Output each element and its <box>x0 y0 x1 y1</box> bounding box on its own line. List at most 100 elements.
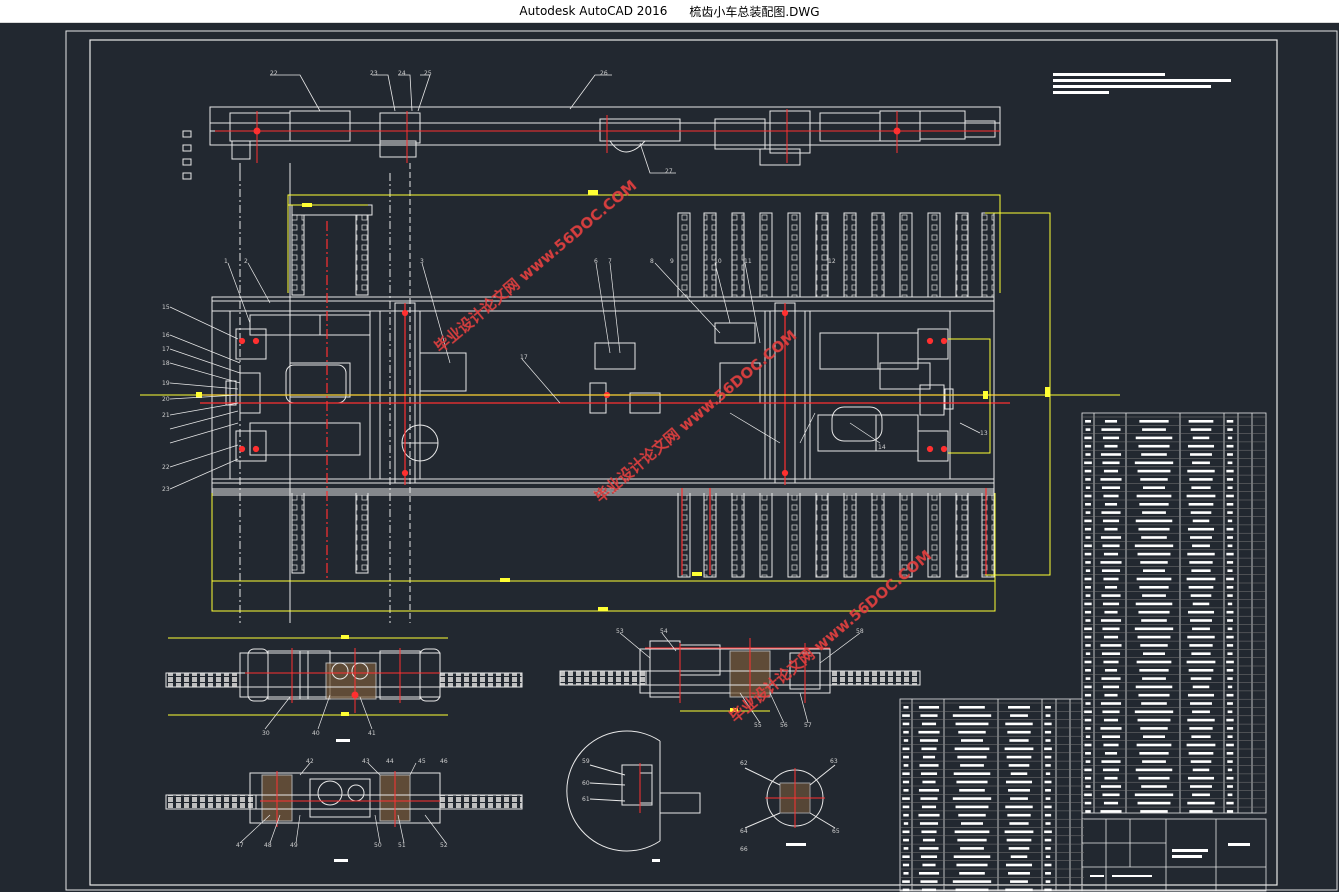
table-cell-glyph <box>1139 586 1169 589</box>
table-cell-glyph <box>1227 486 1233 489</box>
cad-drawing[interactable]: 22 23 24 25 26 27 <box>0 23 1339 892</box>
table-cell-glyph <box>902 780 910 784</box>
table-cell-glyph <box>1085 503 1091 506</box>
table-cell-glyph <box>921 722 937 726</box>
table-cell-glyph <box>1227 569 1233 572</box>
table-cell-glyph <box>1102 461 1120 465</box>
table-cell-glyph <box>1138 776 1170 780</box>
svg-text:55: 55 <box>754 722 762 729</box>
table-cell-glyph <box>1186 577 1216 581</box>
table-cell-glyph <box>922 863 936 867</box>
inner-frame <box>89 39 1278 886</box>
table-cell-glyph <box>1190 677 1212 680</box>
table-cell-glyph <box>1100 810 1122 813</box>
table-cell-glyph <box>1045 772 1051 775</box>
table-cell-glyph <box>960 764 984 767</box>
table-cell-glyph <box>1101 652 1121 655</box>
watermark-1: 毕业设计论文网 www.56DOC.COM <box>431 176 640 356</box>
table-cell-glyph <box>1226 810 1234 813</box>
table-cell-glyph <box>1139 752 1169 755</box>
table-cell-glyph <box>1134 627 1174 631</box>
svg-text:65: 65 <box>832 828 840 835</box>
table-cell-glyph <box>920 714 938 717</box>
table-cell-glyph <box>1192 519 1210 523</box>
table-cell-glyph <box>1101 511 1121 514</box>
svg-text:8: 8 <box>650 258 654 265</box>
table-cell-glyph <box>1103 469 1119 473</box>
svg-text:48: 48 <box>264 842 272 849</box>
svg-text:51: 51 <box>398 842 406 849</box>
table-cell-glyph <box>1135 768 1173 772</box>
dimension-markers <box>196 190 1050 716</box>
table-cell-glyph <box>1102 436 1120 440</box>
svg-text:27: 27 <box>665 168 673 175</box>
table-cell-glyph <box>1084 469 1092 473</box>
table-cell-glyph <box>1139 420 1169 423</box>
svg-text:60: 60 <box>582 780 590 787</box>
table-cell-glyph <box>1104 752 1118 755</box>
svg-text:22: 22 <box>162 464 170 471</box>
table-cell-glyph <box>1045 872 1051 875</box>
section-balloon-labels: 30 40 41 42 43 44 45 46 47 48 49 50 51 5… <box>236 628 864 853</box>
table-cell-glyph <box>953 855 991 858</box>
table-cell-glyph <box>1226 503 1234 506</box>
table-cell-glyph <box>1085 420 1091 423</box>
table-cell-glyph <box>1010 855 1028 858</box>
svg-text:16: 16 <box>162 332 170 339</box>
table-cell-glyph <box>1227 511 1233 514</box>
svg-text:9: 9 <box>670 258 674 265</box>
table-cell-glyph <box>1084 602 1092 606</box>
app-name: Autodesk AutoCAD 2016 <box>519 4 668 18</box>
table-cell-glyph <box>1227 702 1233 705</box>
table-cell-glyph <box>920 855 938 858</box>
section-leaders <box>239 632 861 844</box>
table-cell-glyph <box>1227 602 1233 606</box>
table-cell-glyph <box>1226 635 1234 639</box>
table-cell-glyph <box>1227 677 1233 680</box>
table-cell-glyph <box>1100 727 1122 730</box>
table-cell-glyph <box>1226 660 1234 664</box>
parts-list-table <box>899 412 1267 892</box>
table-cell-glyph <box>902 722 910 726</box>
table-cell-glyph <box>903 706 909 709</box>
table-cell-glyph <box>902 747 910 751</box>
svg-text:50: 50 <box>374 842 382 849</box>
table-cell-glyph <box>1226 469 1234 473</box>
top-view-centerlines <box>215 109 1000 163</box>
svg-text:66: 66 <box>740 846 748 853</box>
table-cell-glyph <box>920 772 938 775</box>
table-cell-glyph <box>921 805 937 809</box>
table-cell-glyph <box>1226 527 1234 531</box>
table-cell-glyph <box>1139 669 1169 672</box>
table-cell-glyph <box>1102 627 1120 631</box>
table-cell-glyph <box>1085 810 1091 813</box>
table-cell-glyph <box>956 863 988 867</box>
svg-text:42: 42 <box>306 758 314 765</box>
table-cell-glyph <box>1191 735 1211 738</box>
table-cell-glyph <box>1226 776 1234 780</box>
section-view-b <box>165 772 523 824</box>
svg-text:40: 40 <box>312 730 320 737</box>
parts-list-rows-right <box>1082 416 1266 813</box>
table-cell-glyph <box>1103 801 1119 805</box>
table-cell-glyph <box>1139 503 1169 506</box>
table-cell-glyph <box>1138 610 1170 614</box>
drawing-canvas[interactable]: 22 23 24 25 26 27 <box>0 23 1339 892</box>
table-cell-glyph <box>918 730 940 734</box>
table-cell-glyph <box>1187 527 1215 531</box>
table-cell-glyph <box>1191 486 1211 489</box>
table-cell-glyph <box>1190 536 1212 539</box>
table-cell-glyph <box>1084 660 1092 664</box>
table-cell-glyph <box>1008 706 1030 709</box>
table-cell-glyph <box>1005 863 1033 867</box>
file-name: 梳齿小车总装配图.DWG <box>689 4 820 19</box>
table-cell-glyph <box>1188 586 1214 589</box>
table-cell-glyph <box>1140 478 1168 481</box>
table-cell-glyph <box>953 772 991 775</box>
table-cell-glyph <box>960 847 984 850</box>
table-cell-glyph <box>1227 428 1233 431</box>
table-cell-glyph <box>1100 561 1122 564</box>
table-cell-glyph <box>1192 768 1210 772</box>
table-cell-glyph <box>1008 789 1030 792</box>
table-cell-glyph <box>1044 722 1052 726</box>
